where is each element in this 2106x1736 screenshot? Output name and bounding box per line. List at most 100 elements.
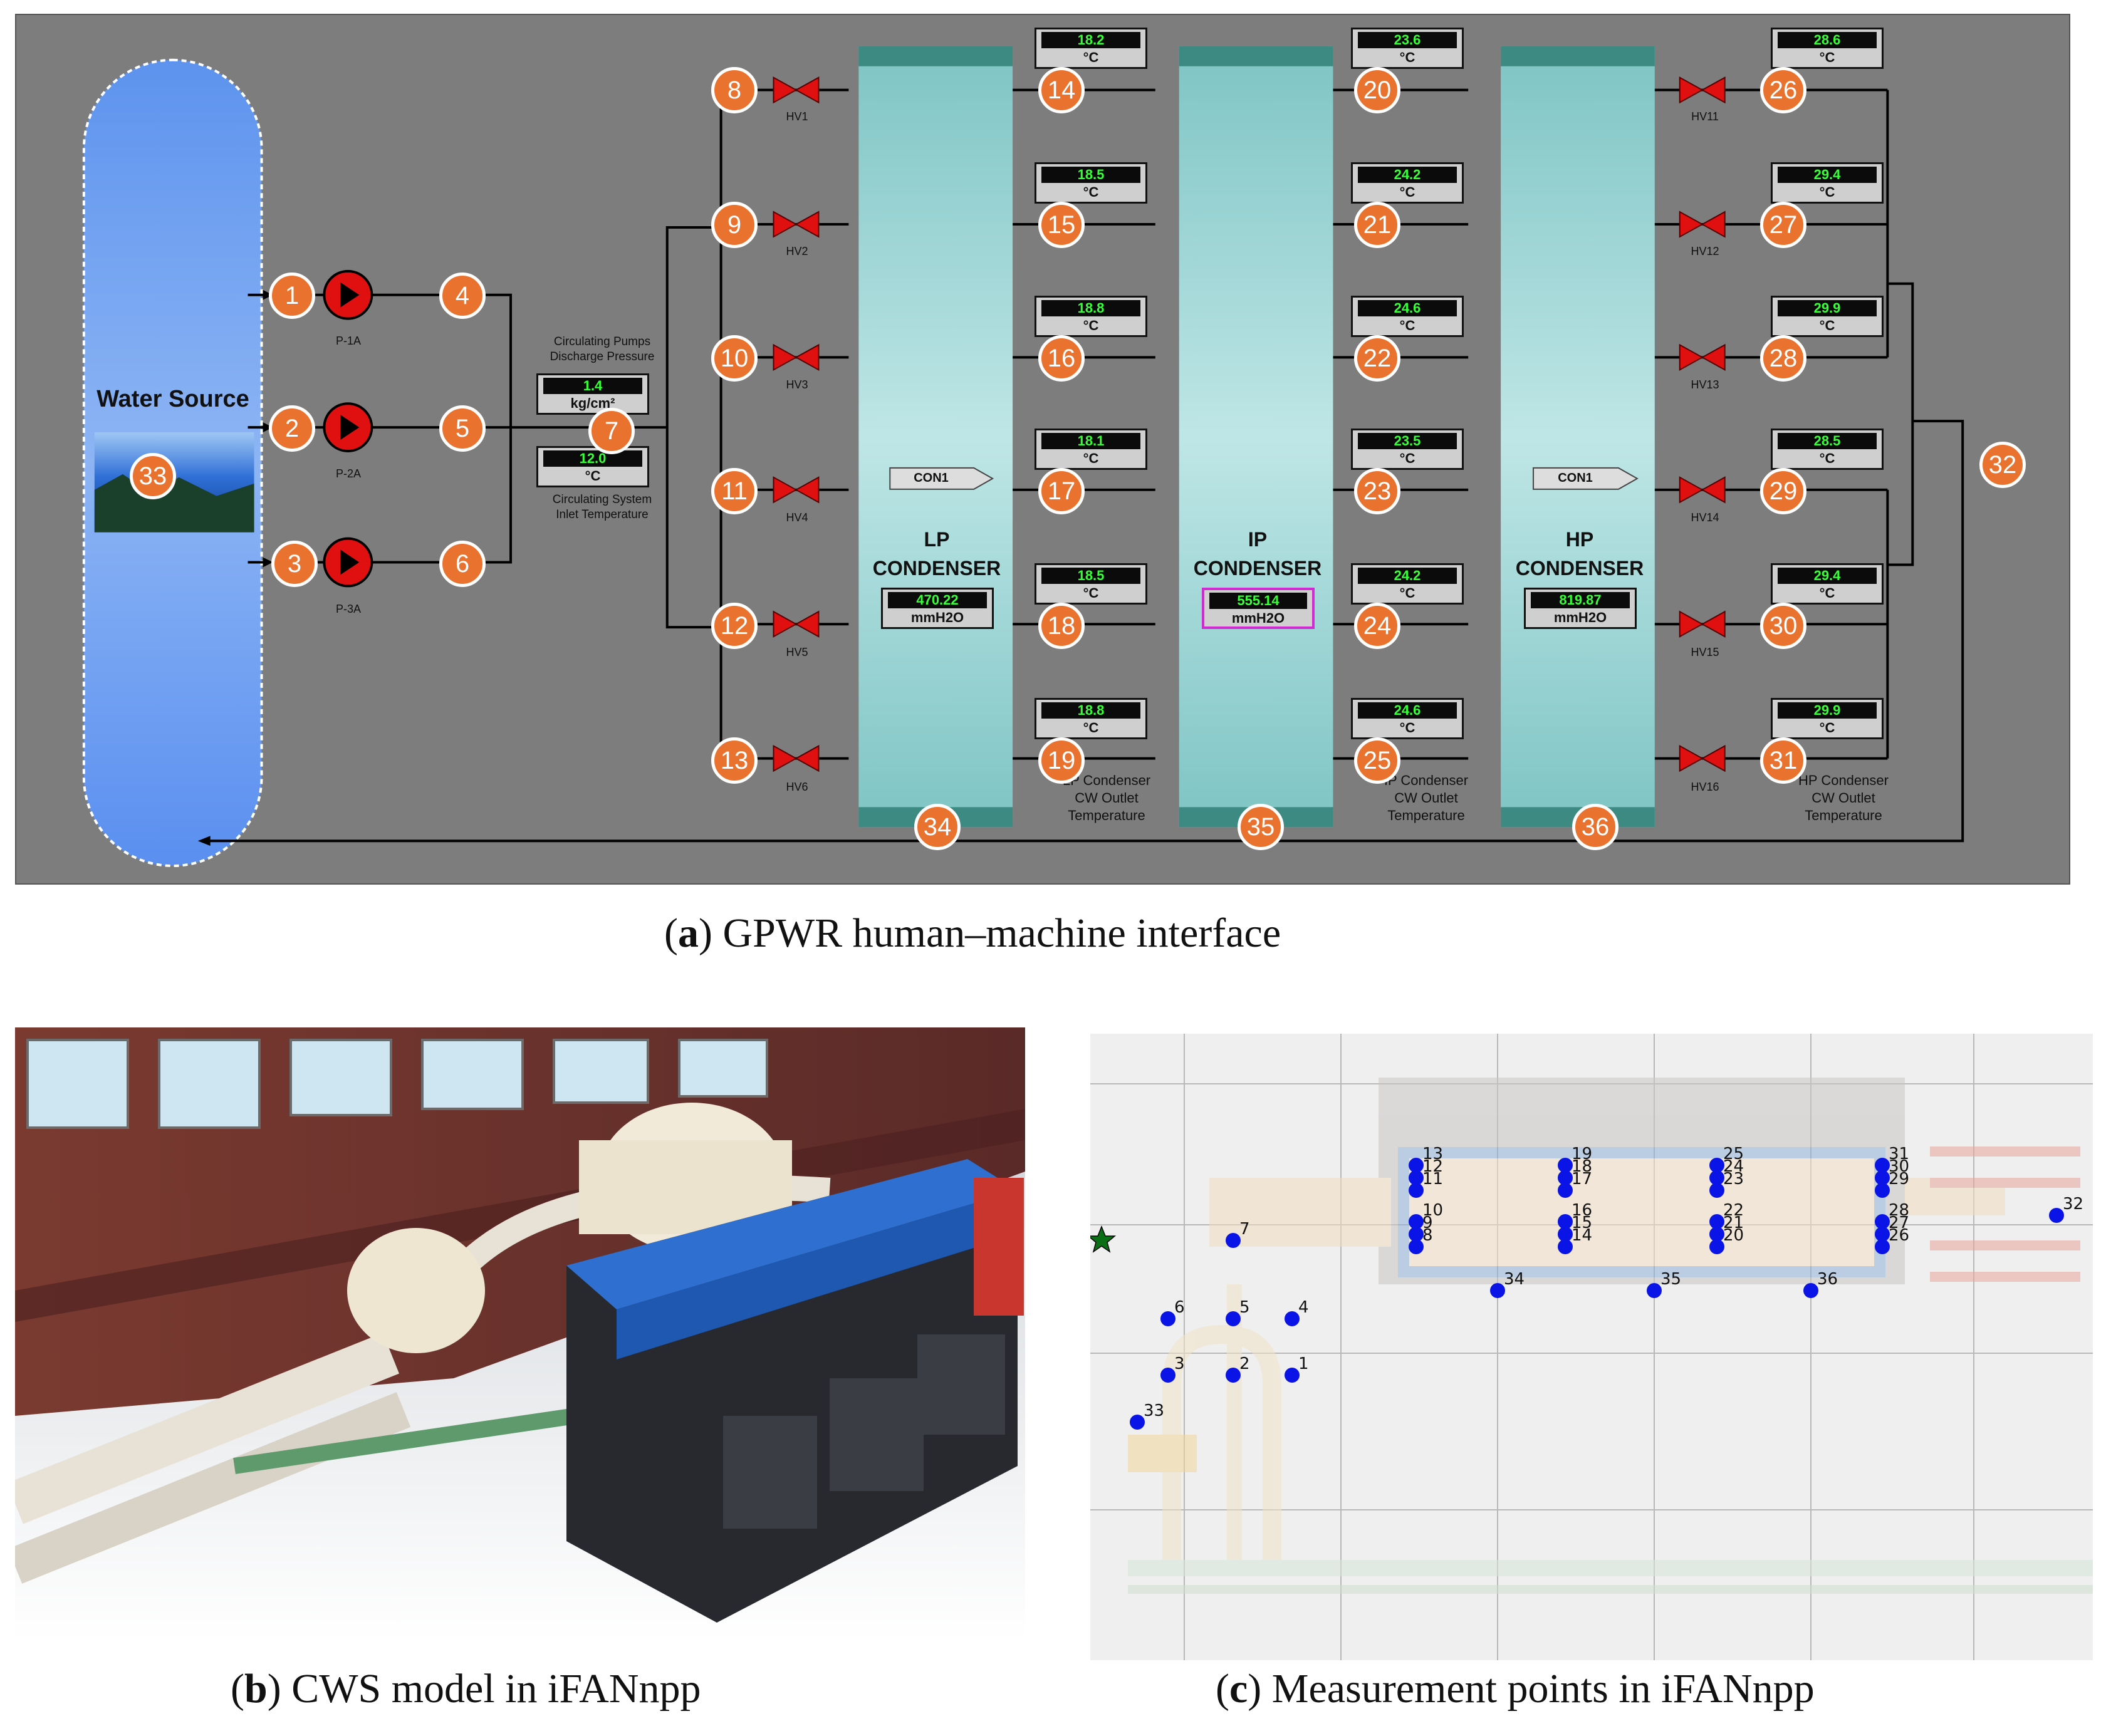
measurement-badge: 26 [1760, 67, 1806, 113]
valve-label: HV4 [786, 511, 808, 524]
measurement-point [1409, 1158, 1424, 1173]
outlet-temp-unit: °C [1399, 720, 1415, 735]
measurement-badge: 28 [1760, 335, 1806, 382]
valves-right [1679, 76, 1726, 772]
valve-label: HV14 [1691, 511, 1719, 524]
outlet-temp-display: 29.9°C [1771, 296, 1884, 337]
outlet-temp-unit: °C [1083, 720, 1099, 735]
measurement-badge: 15 [1038, 202, 1085, 248]
outlet-temp-value: 18.8 [1041, 702, 1140, 719]
valve-label: HV1 [786, 110, 808, 123]
measurement-badge: 6 [439, 541, 486, 587]
outlet-temp-unit: °C [1083, 184, 1099, 200]
pump-label: P-2A [335, 467, 362, 480]
outlet-temp-unit: °C [1819, 585, 1835, 601]
measurement-badge: 12 [711, 603, 758, 649]
valve-label: HV13 [1691, 378, 1719, 391]
measurement-point [1130, 1415, 1145, 1430]
outlet-temp-display: 29.4°C [1771, 162, 1884, 204]
outlet-temp-value: 24.2 [1358, 167, 1457, 183]
measurement-badge: 23 [1354, 468, 1400, 514]
measurement-point [1409, 1183, 1424, 1198]
discharge-pressure-unit: kg/cm² [570, 395, 615, 411]
valve-label: HV6 [786, 781, 808, 793]
measurement-point [1490, 1283, 1505, 1298]
outlet-temp-unit: °C [1083, 49, 1099, 65]
outlet-temp-value: 18.8 [1041, 300, 1140, 316]
measurement-point-label: 30 [1889, 1157, 1909, 1176]
outlet-temp-display: 18.8°C [1035, 296, 1147, 337]
measurement-point-label: 26 [1889, 1226, 1909, 1245]
outlet-temp-unit: °C [1399, 585, 1415, 601]
condenser-pressure-unit: mmH2O [1553, 610, 1607, 625]
condenser-name: IP CONDENSER [1193, 528, 1322, 580]
measurement-badge: 30 [1760, 603, 1806, 649]
measurement-point-label: 6 [1174, 1298, 1185, 1317]
discharge-pressure-display: 1.4 kg/cm² [536, 373, 649, 415]
caption-c: (c) Measurement points in iFANnpp [1216, 1666, 1815, 1712]
caption-text: GPWR human–machine interface [712, 910, 1281, 956]
outlet-temp-value: 24.6 [1358, 300, 1457, 316]
outlet-temp-unit: °C [1399, 184, 1415, 200]
measurement-point [1409, 1239, 1424, 1254]
outlet-temp-display: 24.6°C [1351, 296, 1464, 337]
caption-letter: c [1229, 1666, 1248, 1712]
measurement-point [1875, 1183, 1890, 1198]
measurement-point [1409, 1170, 1424, 1185]
measurement-badge: 11 [711, 468, 758, 514]
inlet-temp-label: Circulating System Inlet Temperature [552, 493, 652, 521]
cws-render-image [15, 1027, 1025, 1641]
measurement-point-label: 7 [1239, 1220, 1250, 1239]
valves-left [773, 76, 820, 772]
measurement-point-label: 33 [1144, 1401, 1164, 1420]
measurement-point [1160, 1368, 1176, 1383]
measurement-badge: 7 [588, 408, 635, 454]
outlet-temp-display: 28.5°C [1771, 429, 1884, 470]
measurement-badge: 21 [1354, 202, 1400, 248]
measurement-point-label: 16 [1572, 1201, 1592, 1220]
outlet-temp-display: 28.6°C [1771, 28, 1884, 69]
valve-label: HV12 [1691, 245, 1719, 257]
valve-label: HV2 [786, 245, 808, 257]
measurement-point [1409, 1214, 1424, 1229]
measurement-badge: 24 [1354, 603, 1400, 649]
measurement-point-label: 15 [1572, 1214, 1592, 1232]
measurement-point [1709, 1158, 1724, 1173]
outlet-temp-unit: °C [1819, 318, 1835, 333]
caption-letter: a [677, 910, 699, 956]
measurement-point-label: 34 [1504, 1270, 1525, 1289]
caption-a: (a) GPWR human–machine interface [664, 910, 1281, 956]
outlet-temp-unit: °C [1083, 585, 1099, 601]
measurement-point-label: 19 [1572, 1145, 1592, 1163]
condenser-pressure-unit: mmH2O [1231, 610, 1285, 626]
outlet-temp-display: 24.2°C [1351, 563, 1464, 605]
pump-label: P-1A [335, 335, 362, 347]
measurement-point-label: 25 [1723, 1145, 1744, 1163]
outlet-temp-display: 18.5°C [1035, 162, 1147, 204]
measurement-point-label: 35 [1660, 1270, 1681, 1289]
outlet-temp-display: 18.8°C [1035, 698, 1147, 739]
measurement-point [1709, 1239, 1724, 1254]
inlet-temp-value: 12.0 [543, 450, 642, 467]
measurement-point [1558, 1227, 1573, 1242]
measurement-badge: 27 [1760, 202, 1806, 248]
measurement-badge: 16 [1038, 335, 1085, 382]
outlet-temp-value: 18.2 [1041, 32, 1140, 48]
measurement-badge: 4 [439, 273, 486, 319]
measurement-badge: 31 [1760, 737, 1806, 784]
measurement-point-label: 18 [1572, 1157, 1592, 1176]
measurement-point-label: 2 [1239, 1354, 1250, 1373]
measurement-badge: 13 [711, 737, 758, 784]
measurement-badge: 18 [1038, 603, 1085, 649]
outlet-temp-value: 23.6 [1358, 32, 1457, 48]
condenser-name: HP CONDENSER [1515, 528, 1644, 580]
hmi-panel: Water Source P-1A P-2A P-3A HV1 HV2 HV3 … [15, 14, 2070, 885]
measurement-point-label: 21 [1723, 1214, 1744, 1232]
measurement-point [1160, 1311, 1176, 1326]
outlet-temp-display: 18.2°C [1035, 28, 1147, 69]
valve-label: HV15 [1691, 646, 1719, 658]
water-source-label: Water Source [96, 386, 249, 412]
measurement-point-label: 11 [1422, 1170, 1443, 1188]
outlet-temp-unit: °C [1819, 49, 1835, 65]
condenser-name: LP CONDENSER [872, 528, 1001, 580]
